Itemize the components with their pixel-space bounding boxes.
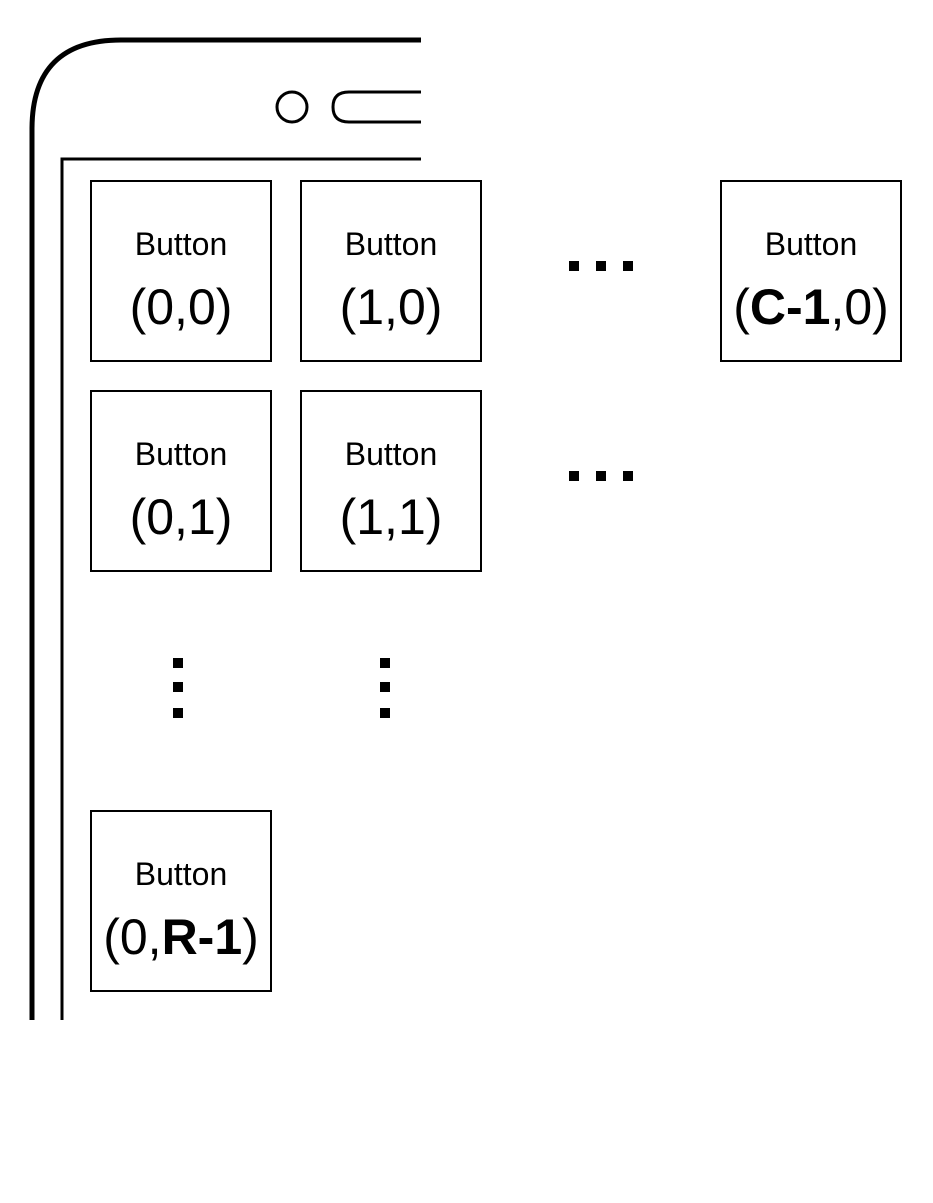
button-1-0[interactable]: Button (1,0) bbox=[300, 180, 482, 362]
button-coordinate: (0,1) bbox=[129, 489, 233, 545]
button-c-1-0[interactable]: Button (C-1,0) bbox=[720, 180, 902, 362]
vertical-ellipsis-col-1 bbox=[380, 658, 390, 718]
phone-screen-edge bbox=[60, 157, 421, 1020]
speaker-icon bbox=[331, 90, 421, 124]
button-label: Button bbox=[344, 436, 438, 472]
button-coordinate: (C-1,0) bbox=[733, 279, 889, 335]
button-coordinate: (1,1) bbox=[339, 489, 443, 545]
horizontal-ellipsis-row-0 bbox=[569, 261, 633, 271]
button-label: Button bbox=[344, 226, 438, 262]
button-label: Button bbox=[134, 436, 228, 472]
button-label: Button bbox=[134, 226, 228, 262]
button-label: Button bbox=[764, 226, 858, 262]
button-0-1[interactable]: Button (0,1) bbox=[90, 390, 272, 572]
button-label: Button bbox=[134, 856, 228, 892]
button-0-r-1[interactable]: Button (0,R-1) bbox=[90, 810, 272, 992]
horizontal-ellipsis-row-1 bbox=[569, 471, 633, 481]
button-coordinate: (0,R-1) bbox=[103, 909, 259, 965]
camera-icon bbox=[275, 90, 309, 124]
button-coordinate: (1,0) bbox=[339, 279, 443, 335]
button-coordinate: (0,0) bbox=[129, 279, 233, 335]
button-1-1[interactable]: Button (1,1) bbox=[300, 390, 482, 572]
phone-outer-edge bbox=[29, 37, 421, 1020]
button-0-0[interactable]: Button (0,0) bbox=[90, 180, 272, 362]
vertical-ellipsis-col-0 bbox=[173, 658, 183, 718]
